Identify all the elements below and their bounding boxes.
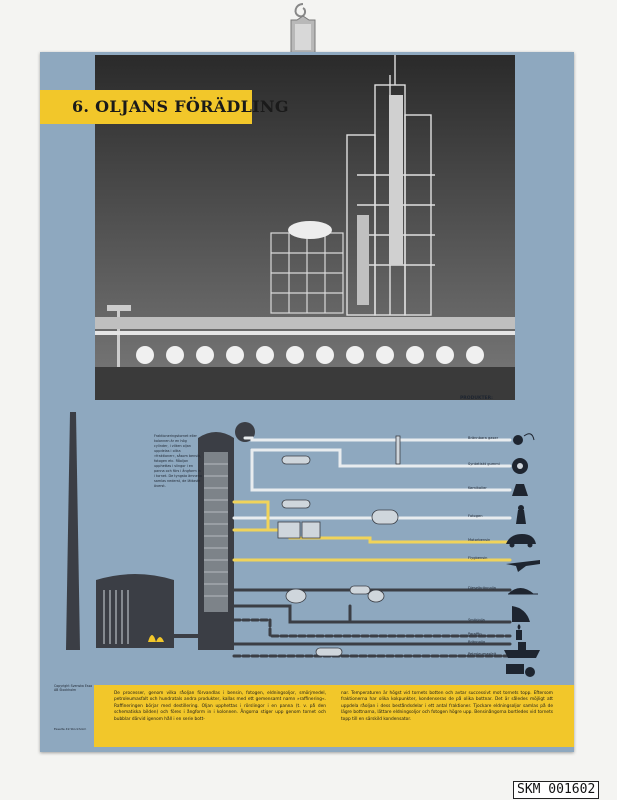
car-icon (506, 534, 536, 548)
product-label: Brännolja (468, 640, 486, 644)
description-left: De processer, genom vilka råoljan förvan… (114, 691, 326, 722)
product-label: Paraffin (468, 632, 482, 636)
product-label: Brännbara gaser (468, 436, 499, 440)
chimney (66, 412, 80, 650)
furnace (96, 574, 174, 648)
flame-icon (148, 635, 164, 642)
submarine-icon (508, 588, 538, 595)
catalog-label: SKM 001602 (513, 781, 600, 799)
product-label: Petroleumasfalt (468, 652, 497, 656)
product-label: Smörjolja (468, 618, 485, 622)
hanger-clip (290, 3, 316, 55)
product-label: Syntetiskt gummi (468, 462, 500, 466)
description-bar: De processer, genom vilka råoljan förvan… (94, 685, 574, 747)
product-label: Dieselbrännolja (468, 586, 496, 590)
tire-icon (512, 458, 528, 474)
poster: 6. OLJANS FÖRÄDLING (40, 52, 574, 752)
distillation-diagram (66, 412, 540, 677)
product-label: Motorbensin (468, 538, 491, 542)
oilcan-icon (512, 606, 530, 622)
printer-note: Esselte 49 Stockholm (54, 727, 87, 731)
candle-icon (516, 624, 522, 640)
airplane-icon (506, 560, 540, 572)
description-right: nar. Temperaturen är högst vid tornets b… (341, 691, 553, 722)
lamp-icon (516, 505, 526, 524)
product-label: Kemikalier (468, 486, 487, 490)
product-label: Flygbensin (468, 556, 488, 560)
roller-icon (506, 664, 535, 677)
intro-paragraph: Fraktioneringstornet eller kolonnen är e… (154, 434, 202, 488)
products-heading: PRODUKTER: (460, 396, 493, 401)
product-label: Fotogen (468, 514, 483, 518)
gas-cylinder-icon (513, 433, 535, 445)
flask-icon (512, 484, 528, 496)
title-banner: 6. OLJANS FÖRÄDLING (40, 90, 289, 124)
ship-icon (504, 642, 540, 658)
poster-title: 6. OLJANS FÖRÄDLING (72, 97, 289, 116)
fractionating-column (198, 422, 255, 650)
copyright-note: Copyright Svenska Esso AB Stockholm (54, 684, 93, 693)
